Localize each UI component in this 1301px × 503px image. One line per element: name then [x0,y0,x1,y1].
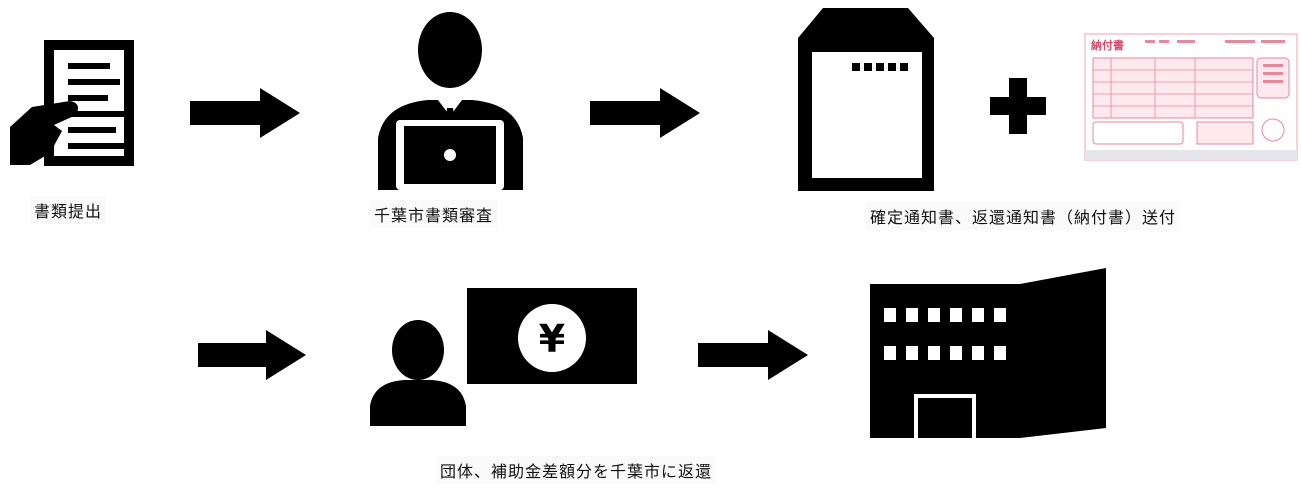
right-arrow-icon [190,88,300,138]
submit-step-label: 書類提出 [30,196,107,224]
person-with-banknote-icon: ¥ [370,288,640,428]
office-building-icon [870,268,1110,438]
right-arrow-icon [698,330,808,380]
notice-step-label: 確定通知書、返還通知書（納付書）送付 [866,202,1181,230]
payment-slip-title: 納付書 [1091,38,1124,52]
officer-with-laptop-icon [378,8,523,193]
envelope-icon [798,8,938,193]
review-step-label: 千葉市書類審査 [370,200,498,228]
document-in-hand-icon [10,35,160,185]
right-arrow-icon [198,330,306,380]
refund-step-label: 団体、補助金差額分を千葉市に返還 [436,456,717,484]
payment-slip-icon: 納付書 [1084,33,1298,161]
right-arrow-icon [590,88,700,138]
plus-icon [990,78,1046,134]
yen-symbol: ¥ [539,317,565,361]
